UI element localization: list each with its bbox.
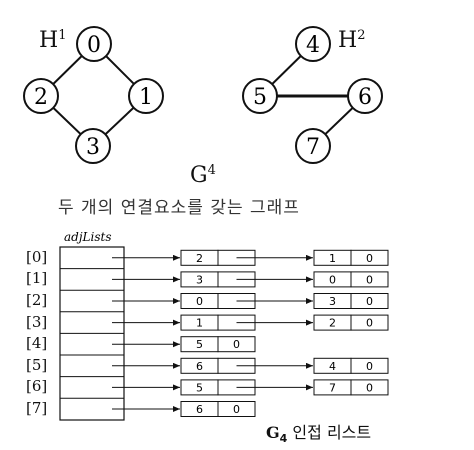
vertex-7: 7	[295, 128, 331, 164]
adjacency-caption-text: 인접 리스트	[287, 423, 372, 442]
node-vertex-value: 3	[329, 295, 336, 308]
graph-vertices: 0 1 2 3 4 5 6 7	[23, 26, 383, 164]
vertex-0: 0	[76, 26, 112, 62]
node-link-value: 0	[233, 403, 240, 416]
node-link-cell	[217, 336, 256, 353]
svg-text:3: 3	[86, 135, 100, 160]
vertex-1: 1	[128, 78, 164, 114]
vertex-4: 4	[295, 26, 331, 62]
g4-letter: G	[190, 163, 208, 188]
adjacency-caption: G4 인접 리스트	[266, 423, 372, 445]
h1-letter: H	[39, 28, 59, 53]
svg-text:2: 2	[34, 85, 48, 110]
h2-letter: H	[338, 28, 358, 53]
node-link-cell	[350, 293, 389, 309]
node-link-value: 0	[233, 338, 240, 351]
array-index-0: [0]	[26, 247, 48, 266]
adjlists-header: adjLists	[64, 230, 112, 244]
vertex-5: 5	[242, 78, 278, 114]
array-index-1: [1]	[26, 269, 48, 288]
node-vertex-value: 4	[329, 360, 336, 373]
svg-text:1: 1	[139, 85, 153, 110]
node-link-value: 0	[366, 273, 373, 286]
node-vertex-value: 5	[196, 381, 203, 394]
node-link-value: 0	[366, 295, 373, 308]
array-index-3: [3]	[26, 312, 48, 331]
node-link-cell	[350, 379, 389, 396]
svg-text:5: 5	[253, 85, 267, 110]
node-link-cell	[350, 271, 389, 288]
node-link-value: 0	[366, 381, 373, 394]
node-link-value: 0	[366, 317, 373, 330]
node-link-cell	[350, 357, 389, 374]
node-vertex-value: 7	[329, 381, 336, 394]
node-vertex-value: 3	[196, 273, 203, 286]
h1-label: H1	[39, 28, 67, 53]
h1-subscript: 1	[58, 28, 67, 43]
node-link-cell	[350, 314, 389, 331]
node-vertex-value: 1	[329, 252, 336, 265]
node-vertex-value: 6	[196, 403, 203, 416]
array-index-4: [4]	[26, 334, 48, 353]
node-vertex-value: 2	[329, 317, 336, 330]
svg-text:7: 7	[306, 135, 320, 160]
svg-text:4: 4	[306, 33, 320, 58]
array-index-2: [2]	[26, 291, 48, 309]
vertex-6: 6	[347, 78, 383, 114]
g4-label: G4	[190, 163, 216, 188]
node-link-cell	[350, 249, 389, 266]
array-index-5: [5]	[26, 355, 48, 374]
node-vertex-value: 0	[329, 273, 336, 286]
node-link-cell	[217, 401, 256, 417]
array-index-6: [6]	[26, 377, 48, 396]
vertex-3: 3	[75, 128, 111, 164]
node-vertex-value: 6	[196, 360, 203, 373]
node-vertex-value: 2	[196, 252, 203, 265]
adjacency-rows: 2 1 0 3 0 0 0 3 0 1 2 0 5 0 6 4 0 5 7 0 6 0	[60, 249, 389, 417]
node-link-value: 0	[366, 360, 373, 373]
svg-text:0: 0	[87, 33, 101, 58]
h2-label: H2	[338, 28, 366, 53]
g4-subscript: 4	[207, 163, 216, 178]
adjacency-caption-g: G	[266, 423, 280, 442]
array-index-7: [7]	[26, 399, 48, 417]
svg-text:6: 6	[358, 85, 372, 110]
adjacency-list-diagram: adjLists 2 1 0 3 0 0 0 3 0 1 2 0 5 0 6 4 0 5 7 0 6 0	[59, 230, 389, 421]
node-link-value: 0	[366, 252, 373, 265]
vertex-2: 2	[23, 78, 59, 114]
node-vertex-value: 5	[196, 338, 203, 351]
node-vertex-value: 1	[196, 317, 203, 330]
h2-subscript: 2	[357, 28, 366, 43]
node-vertex-value: 0	[196, 295, 203, 308]
adjacency-caption-sub: 4	[279, 432, 288, 445]
graph-caption: 두 개의 연결요소를 갖는 그래프	[58, 198, 300, 218]
